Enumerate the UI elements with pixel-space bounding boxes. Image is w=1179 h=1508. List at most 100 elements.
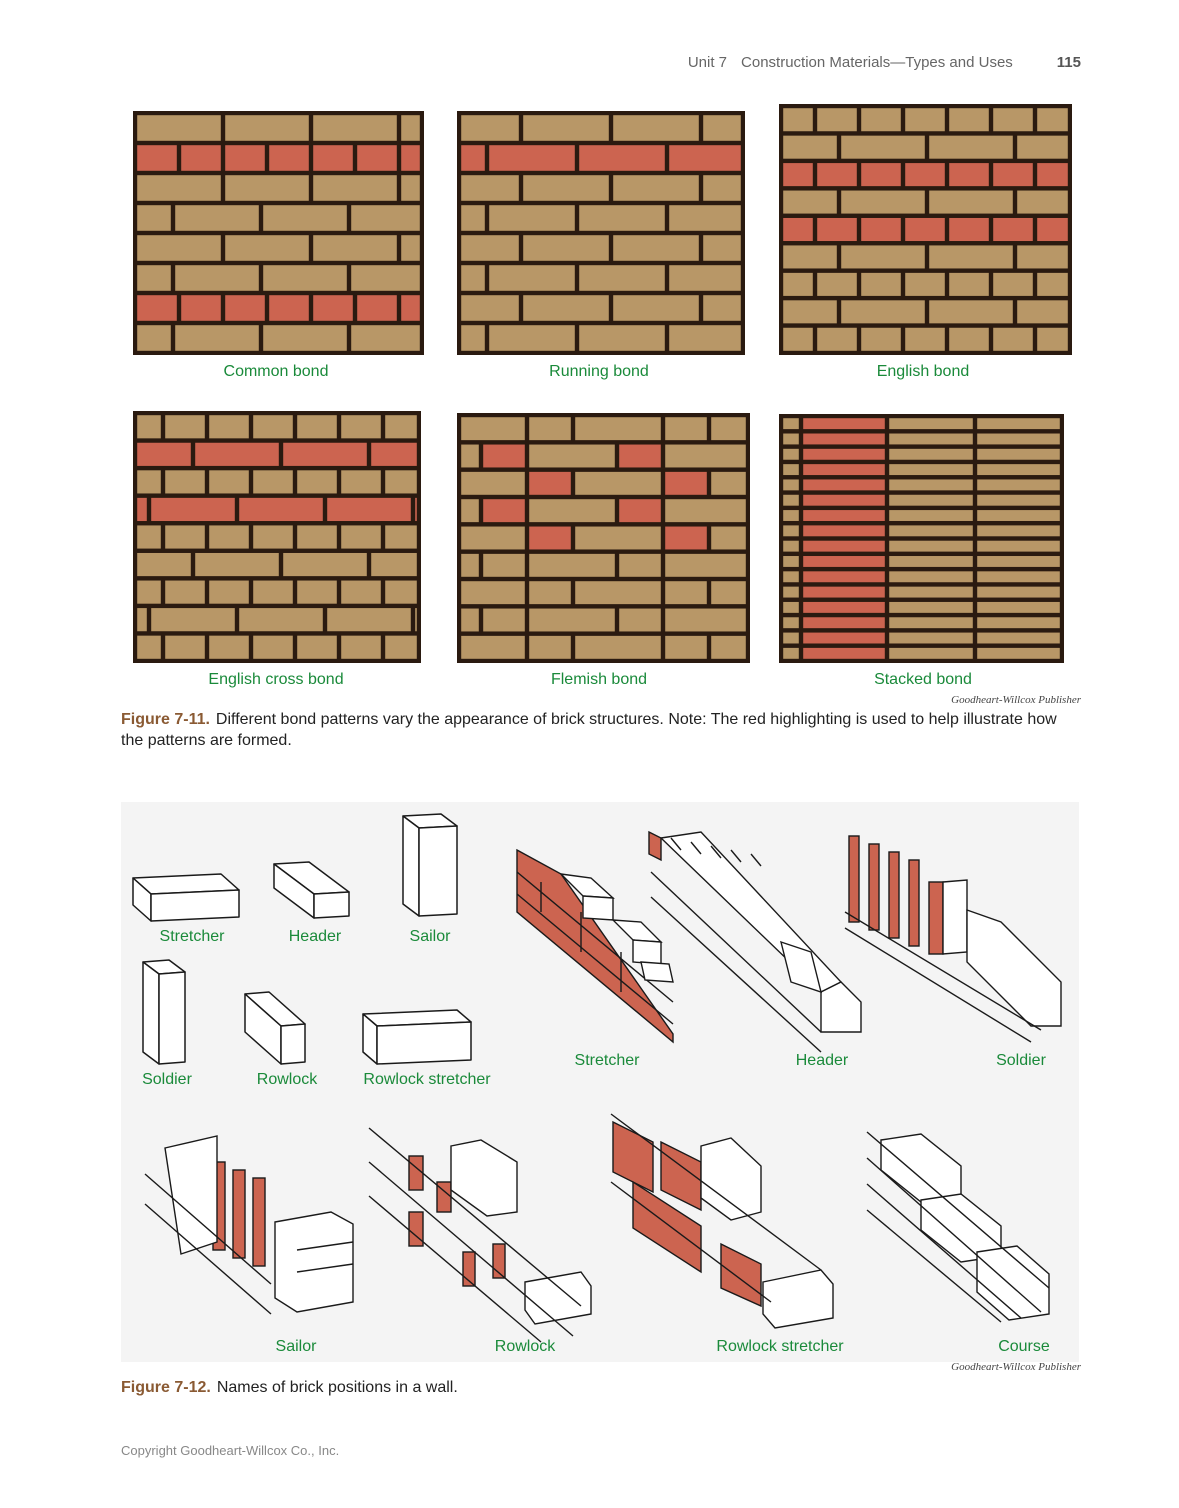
brick <box>526 496 618 525</box>
brick <box>708 633 748 661</box>
brick <box>666 322 743 353</box>
bond-label-english: English bond <box>876 363 970 380</box>
rowlock-stretcher-brick-icon <box>362 1009 472 1065</box>
brick <box>1014 297 1070 326</box>
highlighted-brick <box>310 292 356 324</box>
brick <box>814 325 860 353</box>
brick <box>222 232 312 264</box>
highlighted-brick <box>398 142 422 174</box>
brick <box>610 232 702 264</box>
brick <box>974 630 1062 646</box>
brick <box>520 113 612 144</box>
brick <box>459 322 488 353</box>
highlighted-brick <box>310 142 356 174</box>
header-brick-icon <box>273 861 350 919</box>
brick <box>310 172 400 204</box>
brick <box>135 523 164 551</box>
brick <box>990 270 1036 299</box>
highlighted-brick <box>800 630 888 646</box>
brick-wall-svg <box>135 413 419 661</box>
highlighted-brick <box>236 495 326 524</box>
highlighted-brick <box>781 160 816 189</box>
brick <box>974 446 1062 463</box>
brick <box>222 172 312 204</box>
highlighted-brick <box>814 215 860 244</box>
brick <box>662 442 748 470</box>
brick <box>781 507 802 524</box>
bond-panel-flemish <box>457 413 750 663</box>
brick <box>192 550 282 579</box>
highlighted-brick <box>368 440 419 469</box>
highlighted-brick <box>526 524 574 552</box>
brick <box>838 188 928 216</box>
brick <box>520 172 612 204</box>
highlighted-brick <box>1034 215 1070 244</box>
bond-panel-running <box>457 111 745 355</box>
brick <box>526 551 618 580</box>
brick <box>781 630 802 646</box>
brick <box>576 202 668 234</box>
brick <box>974 553 1062 570</box>
stretcher-brick-icon <box>132 873 240 922</box>
brick <box>974 645 1062 661</box>
highlighted-brick <box>800 477 888 493</box>
bond-label-stacked: Stacked bond <box>874 671 972 688</box>
brick <box>382 523 419 551</box>
brick <box>886 568 976 585</box>
brick <box>260 202 350 234</box>
brick <box>459 496 482 525</box>
brick <box>902 270 948 299</box>
brick <box>616 606 664 634</box>
brick <box>781 416 802 432</box>
brick <box>886 416 976 432</box>
brick <box>348 262 422 294</box>
brick <box>666 262 743 294</box>
brick <box>172 322 262 353</box>
brick <box>459 633 528 661</box>
brick <box>338 578 384 607</box>
brick <box>781 599 802 616</box>
brick <box>294 578 340 607</box>
brick <box>459 469 528 498</box>
brick <box>250 413 296 441</box>
brick <box>135 262 174 294</box>
brick <box>135 322 174 353</box>
highlighted-brick <box>354 142 400 174</box>
brick <box>520 292 612 324</box>
brick <box>781 270 816 299</box>
brick <box>250 523 296 551</box>
brick <box>162 633 208 661</box>
brick <box>459 262 488 294</box>
rowlock-stretcher-wall-drawing <box>610 1113 834 1329</box>
brick <box>135 172 224 204</box>
brick <box>526 633 574 661</box>
wall-label-stretcher: Stretcher <box>574 1052 640 1069</box>
brick <box>902 106 948 134</box>
highlighted-brick <box>135 292 180 324</box>
highlighted-brick <box>858 160 904 189</box>
brick <box>398 172 422 204</box>
brick <box>781 614 802 631</box>
figure-7-11-caption: Figure 7-11.Different bond patterns vary… <box>121 709 1061 751</box>
brick <box>990 325 1036 353</box>
brick <box>886 584 976 600</box>
brick <box>610 172 702 204</box>
highlighted-brick <box>800 492 888 509</box>
figure-7-12-number: Figure 7-12. <box>121 1379 211 1396</box>
brick <box>814 270 860 299</box>
brick <box>946 325 992 353</box>
bond-label-english-cross: English cross bond <box>208 671 344 688</box>
brick <box>459 172 522 204</box>
figure-7-12-caption: Figure 7-12.Names of brick positions in … <box>121 1377 1061 1398</box>
brick-wall-svg <box>459 415 748 661</box>
brick <box>294 413 340 441</box>
stretcher-wall-drawing <box>516 848 674 1044</box>
brick <box>1034 270 1070 299</box>
highlighted-brick <box>412 495 419 524</box>
brick <box>974 599 1062 616</box>
brick <box>206 413 252 441</box>
brick <box>250 467 296 496</box>
brick <box>838 133 928 162</box>
brick <box>662 578 710 607</box>
brick <box>162 413 208 441</box>
